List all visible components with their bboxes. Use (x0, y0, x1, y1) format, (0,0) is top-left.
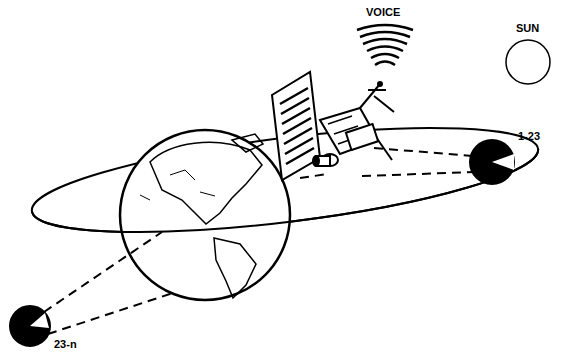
figure-label: VOICE (366, 6, 400, 18)
solar-panel (272, 72, 320, 180)
sight-line (44, 232, 162, 312)
continent (214, 238, 256, 298)
earth (120, 130, 290, 300)
figure-label: 23-n (54, 338, 77, 350)
figure-label: SUN (516, 22, 539, 34)
sight-line (362, 172, 476, 176)
occulting-sphere (470, 140, 514, 184)
continent (232, 134, 263, 152)
voice-waves (357, 25, 413, 65)
occulting-sphere (10, 306, 50, 346)
sight-line (48, 292, 176, 334)
sight-line (300, 174, 328, 178)
satellite (313, 82, 394, 166)
figure-label: 1-23 (518, 130, 540, 142)
continent (150, 142, 262, 224)
continent-detail (140, 170, 215, 200)
sun (506, 40, 550, 84)
